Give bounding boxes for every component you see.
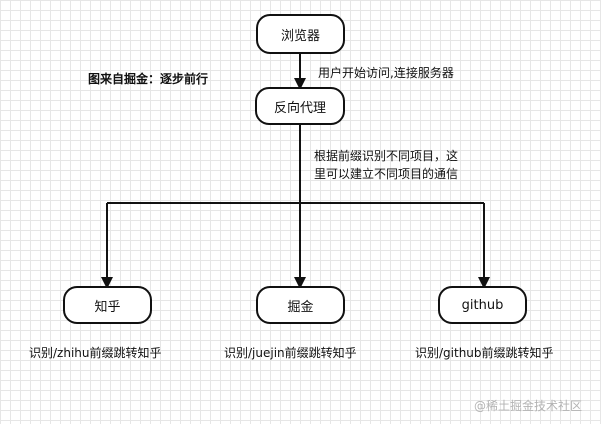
- proxy-note-line-1: 根据前缀识别不同项目，这: [314, 149, 459, 163]
- edge-label-browser-proxy: 用户开始访问,连接服务器: [318, 66, 454, 80]
- node-reverse-proxy: 反向代理: [255, 87, 345, 125]
- proxy-note-line-2: 里可以建立不同项目的通信: [314, 167, 459, 181]
- arrowhead-juejin: [294, 277, 306, 289]
- node-juejin: 掘金: [256, 286, 345, 324]
- watermark: @稀土掘金技术社区: [474, 399, 583, 413]
- arrowhead-github: [478, 277, 490, 289]
- node-browser: 浏览器: [256, 14, 345, 54]
- node-zhihu: 知乎: [63, 286, 152, 324]
- arrowhead-proxy: [294, 78, 306, 90]
- node-github: github: [438, 286, 527, 324]
- caption-github: 识别/github前缀跳转知乎: [415, 346, 554, 360]
- diagram-source-title: 图来自掘金：逐步前行: [88, 72, 209, 86]
- arrowhead-zhihu: [101, 277, 113, 289]
- caption-zhihu: 识别/zhihu前缀跳转知乎: [29, 346, 162, 360]
- caption-juejin: 识别/juejin前缀跳转知乎: [224, 346, 357, 360]
